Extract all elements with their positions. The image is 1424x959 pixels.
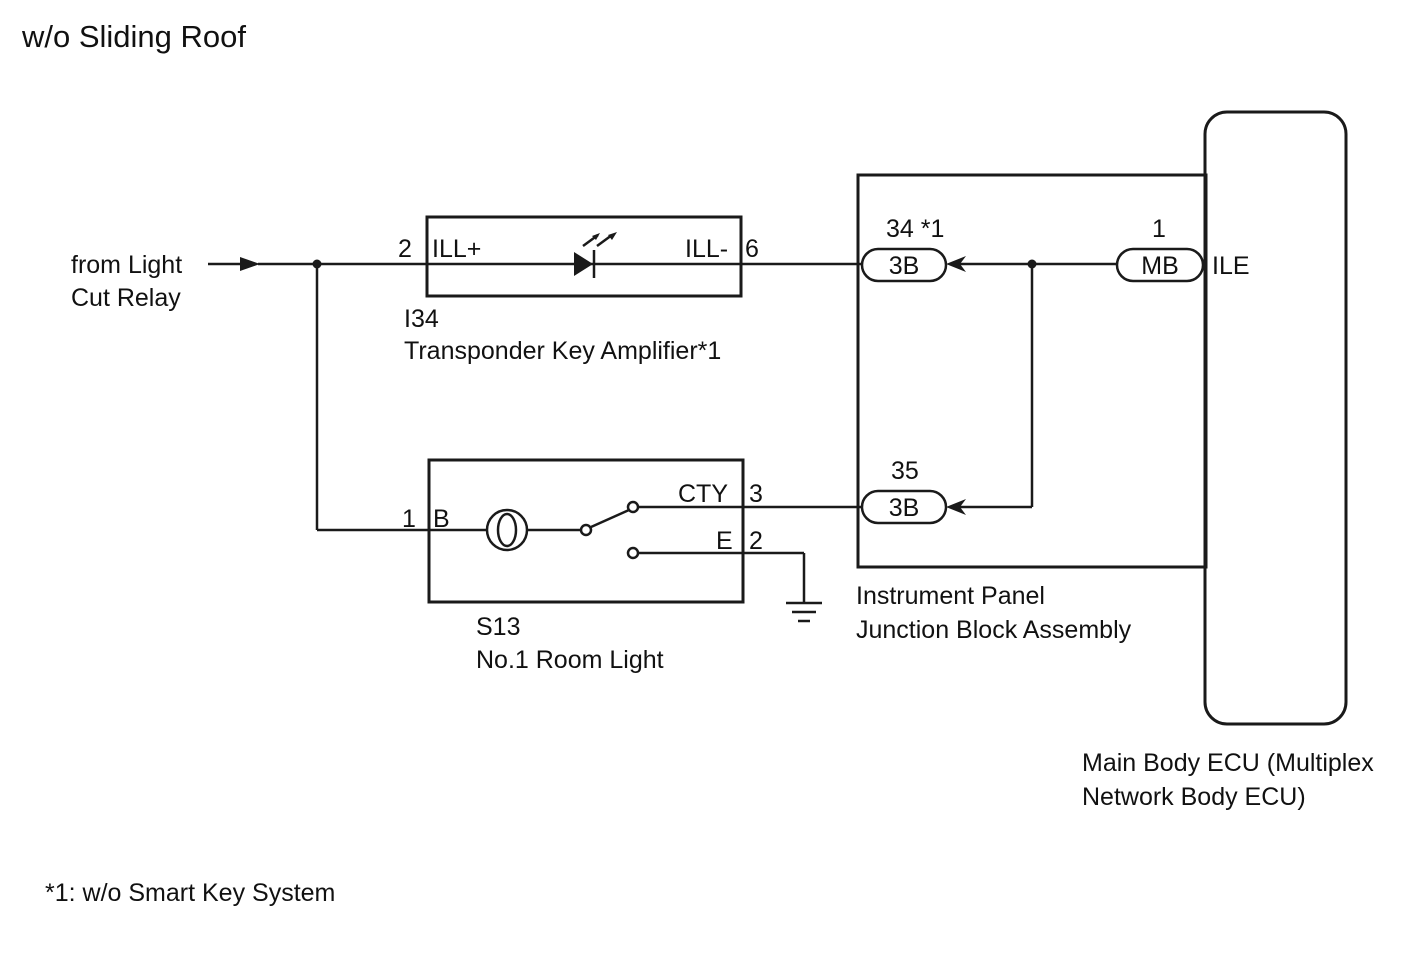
room-light-pin-e: 2 bbox=[749, 527, 763, 555]
ecu-connector-label: MB bbox=[1141, 252, 1179, 280]
room-light-pin-cty: 3 bbox=[749, 480, 763, 508]
source-arrow-icon bbox=[208, 257, 260, 271]
transponder-key-amplifier: 2 ILL+ ILL- 6 bbox=[398, 215, 759, 298]
ecu-pin: 1 bbox=[1152, 215, 1166, 243]
jb-bottom-pin: 35 bbox=[891, 457, 919, 485]
jb-top-terminal-icon bbox=[946, 256, 966, 272]
main-body-ecu: 1 MB ILE bbox=[1115, 110, 1348, 726]
ground-icon bbox=[786, 601, 822, 623]
door-switch-icon bbox=[579, 500, 640, 560]
source-label-line2: Cut Relay bbox=[71, 284, 181, 312]
source-label-line1: from Light bbox=[71, 251, 182, 279]
jb-connector-top-label: 3B bbox=[889, 252, 920, 280]
ecu-name-line1: Main Body ECU (Multiplex bbox=[1082, 749, 1374, 777]
transponder-pin-out: 6 bbox=[745, 235, 759, 263]
transponder-term-out: ILL- bbox=[685, 235, 728, 263]
jb-connector-top bbox=[860, 247, 948, 283]
footnote: *1: w/o Smart Key System bbox=[45, 879, 335, 907]
room-light-code: S13 bbox=[476, 613, 520, 641]
room-light-name: No.1 Room Light bbox=[476, 646, 664, 674]
junction-block-name-line2: Junction Block Assembly bbox=[856, 616, 1132, 644]
diagram-title: w/o Sliding Roof bbox=[21, 19, 246, 54]
room-light-term-e: E bbox=[716, 527, 733, 555]
jb-bottom-terminal-icon bbox=[946, 499, 966, 515]
room-light-pin-b: 1 bbox=[402, 505, 416, 533]
transponder-pin-in: 2 bbox=[398, 235, 412, 263]
junction-block-name-line1: Instrument Panel bbox=[856, 582, 1045, 610]
transponder-name: Transponder Key Amplifier*1 bbox=[404, 337, 721, 365]
lamp-icon bbox=[485, 508, 529, 552]
ecu-terminal: ILE bbox=[1212, 252, 1250, 280]
ecu-connector bbox=[1115, 247, 1205, 283]
transponder-code: I34 bbox=[404, 305, 439, 333]
no1-room-light: 1 B CTY 3 E 2 bbox=[402, 458, 763, 604]
room-light-term-cty: CTY bbox=[678, 480, 728, 508]
jb-top-pin: 34 *1 bbox=[886, 215, 944, 243]
transponder-term-in: ILL+ bbox=[432, 235, 481, 263]
ecu-name-line2: Network Body ECU) bbox=[1082, 783, 1306, 811]
jb-connector-bottom-label: 3B bbox=[889, 494, 920, 522]
led-icon bbox=[574, 232, 617, 278]
feed-wires bbox=[258, 259, 429, 532]
room-light-term-b: B bbox=[433, 505, 450, 533]
